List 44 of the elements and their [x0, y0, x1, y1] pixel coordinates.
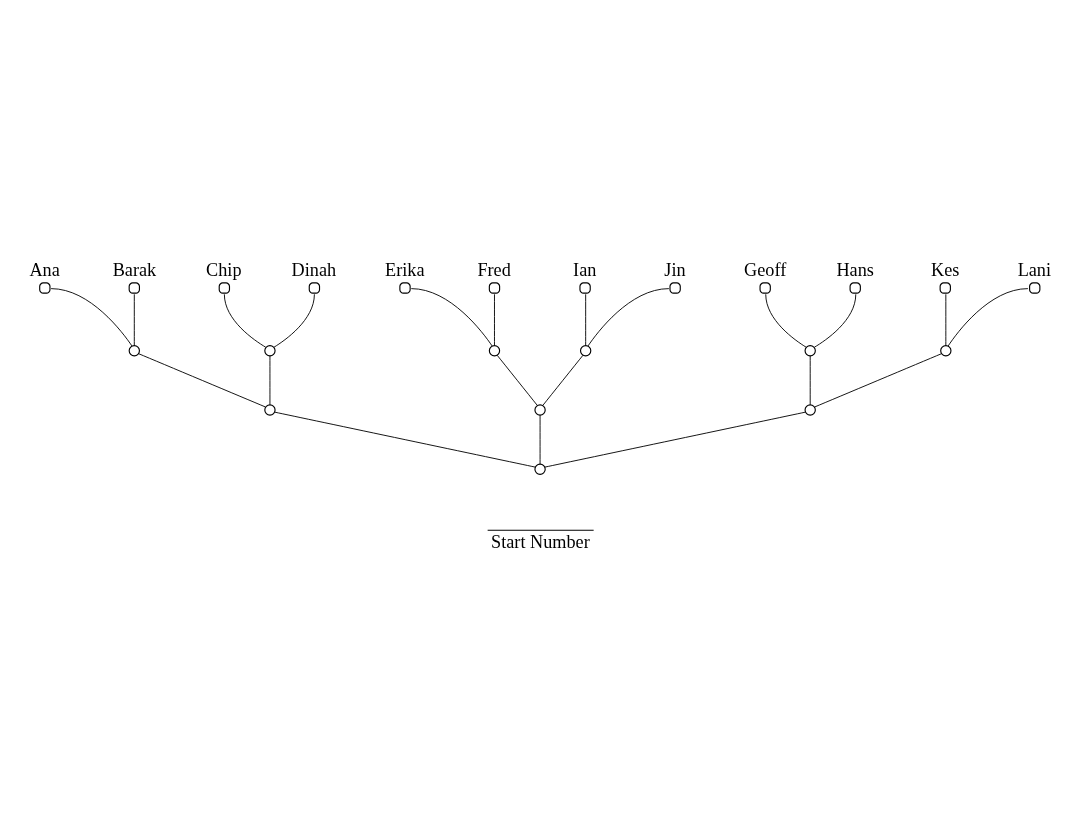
connector [269, 354, 271, 405]
node-circle [128, 344, 140, 356]
node-circle [534, 403, 546, 416]
connector [544, 411, 806, 468]
connector [765, 293, 807, 348]
node-circle [264, 344, 276, 356]
node-label: Geoff [744, 259, 787, 280]
node-label: Dinah [291, 259, 337, 280]
connector [947, 287, 1029, 346]
label: Start Number [491, 531, 590, 552]
connector [273, 293, 315, 348]
node-circle [940, 344, 952, 356]
connector [274, 411, 536, 468]
node-label: Jin [664, 259, 686, 280]
node-label: Fred [477, 259, 511, 280]
connector [585, 293, 587, 346]
connector [539, 414, 541, 464]
node-circle [264, 403, 276, 416]
connector [814, 352, 942, 407]
node-label: Ana [29, 259, 60, 280]
connector [410, 287, 493, 346]
node-label: Chip [206, 259, 242, 280]
connector [494, 293, 495, 346]
node-label: Erika [385, 259, 425, 280]
connector [542, 354, 584, 406]
connector [945, 293, 947, 346]
connector [496, 354, 538, 406]
connector [50, 287, 133, 346]
node-label: Hans [836, 259, 874, 280]
connector [587, 287, 670, 346]
node-circle [488, 344, 501, 356]
connector [133, 293, 135, 346]
node-label: Barak [112, 259, 157, 280]
node-circle [804, 344, 816, 356]
node-label: Lani [1017, 259, 1052, 280]
node-label: Ian [573, 259, 597, 280]
node-label: Kes [931, 259, 960, 280]
connector [809, 354, 811, 405]
node-circle [579, 344, 592, 356]
node-circle [804, 403, 816, 416]
node-circle [534, 463, 546, 475]
connector [813, 293, 857, 348]
connector [223, 293, 267, 348]
connector [138, 352, 266, 407]
